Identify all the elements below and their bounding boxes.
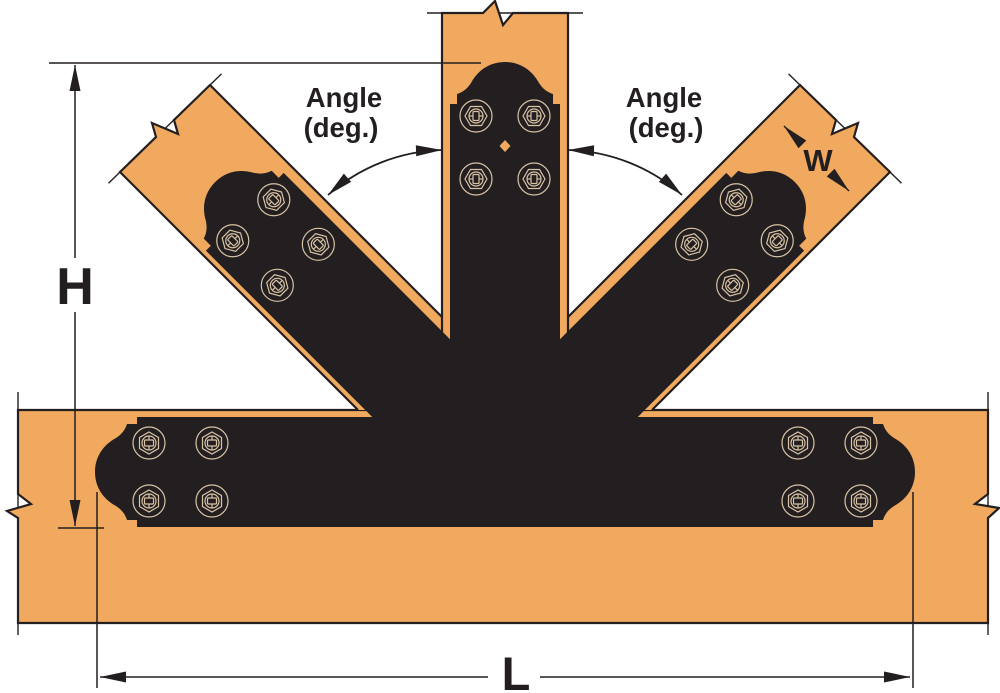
- right-angle-label-line1: Angle: [626, 82, 702, 113]
- left-brace-outline: [118, 83, 536, 411]
- center-diamond-mark: [499, 140, 511, 152]
- dimension-annotations: H L W Angle (deg.) Angle (deg.): [49, 62, 914, 693]
- w-dimension-line-upper: [783, 125, 807, 149]
- w-dimension-label: W: [803, 143, 833, 178]
- plate-arm-right: [450, 417, 915, 527]
- left-angle-label-line1: Angle: [306, 82, 382, 113]
- right-angle-arc: [567, 145, 683, 196]
- left-angle-arc: [327, 145, 443, 196]
- w-dimension-line-lower: [826, 168, 850, 192]
- l-dimension-label: L: [502, 647, 531, 693]
- right-angle-label-line2: (deg.): [629, 112, 704, 143]
- left-angle-label-line2: (deg.): [304, 112, 379, 143]
- h-dimension-label: H: [56, 258, 94, 316]
- post-outline: [440, 0, 570, 410]
- right-brace-outline: [474, 83, 892, 411]
- gusset-plate: [95, 62, 915, 527]
